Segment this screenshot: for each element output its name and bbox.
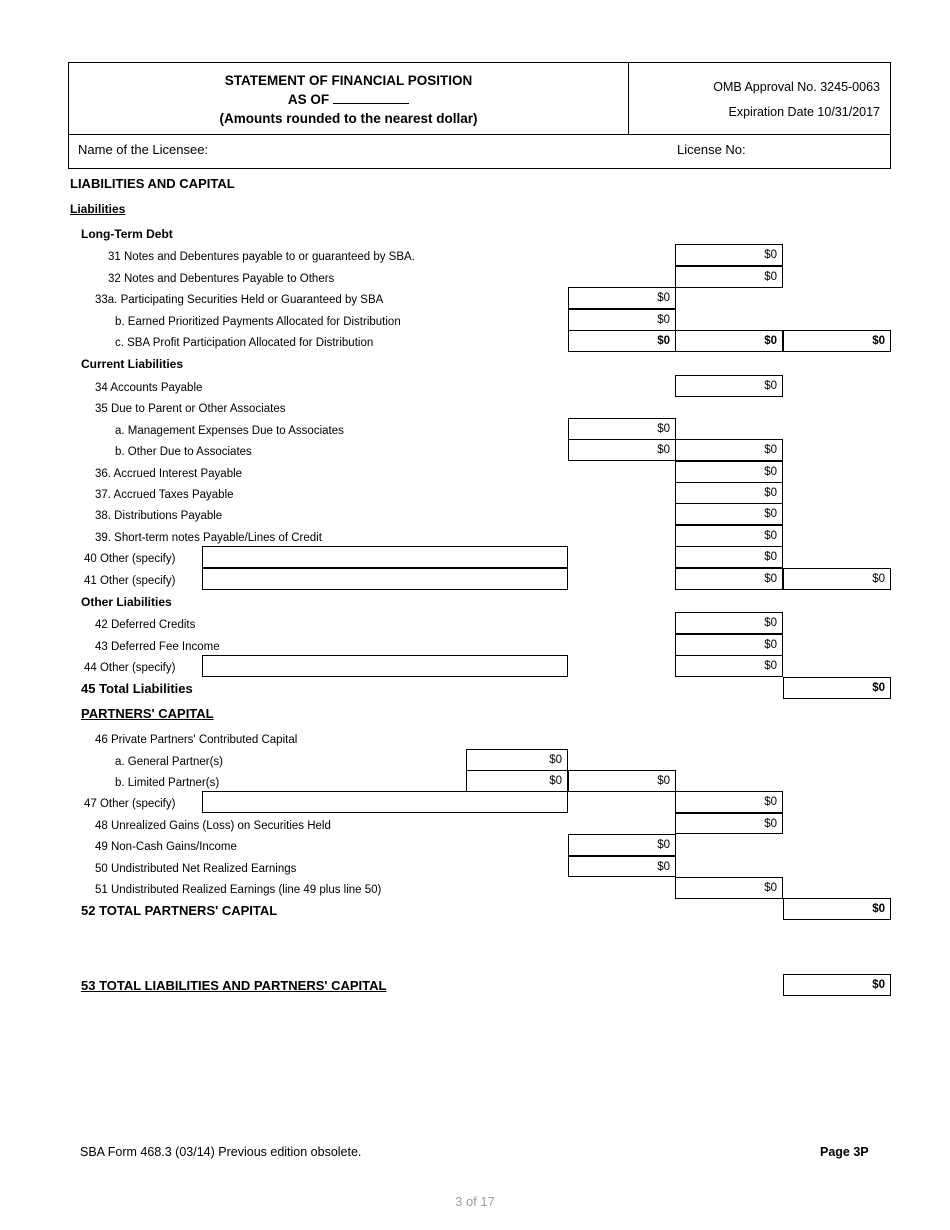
line-40-label: 40 Other (specify) <box>84 553 176 565</box>
line-33c-label: c. SBA Profit Participation Allocated fo… <box>115 337 374 349</box>
line-36-label: 36. Accrued Interest Payable <box>95 468 243 480</box>
line-48-label: 48 Unrealized Gains (Loss) on Securities… <box>95 820 331 832</box>
line-39-label: 39. Short-term notes Payable/Lines of Cr… <box>95 532 322 544</box>
form-title-line3: (Amounts rounded to the nearest dollar) <box>219 111 478 126</box>
line-40-specify-input[interactable] <box>202 546 568 568</box>
omb-approval-text: OMB Approval No. 3245-0063 <box>713 80 880 94</box>
line-37-label: 37. Accrued Taxes Payable <box>95 489 234 501</box>
line-46a-label: a. General Partner(s) <box>115 756 224 768</box>
line-33b-label: b. Earned Prioritized Payments Allocated… <box>115 316 401 328</box>
line-53-label: 53 TOTAL LIABILITIES AND PARTNERS' CAPIT… <box>81 978 387 993</box>
line-45-amount-c[interactable]: $0 <box>783 677 891 699</box>
as-of-input[interactable] <box>333 92 410 104</box>
line-35a-label: a. Management Expenses Due to Associates <box>115 425 344 437</box>
line-35b-label: b. Other Due to Associates <box>115 446 252 458</box>
group-current-liabilities: Current Liabilities <box>81 357 184 371</box>
line-34-label: 34 Accounts Payable <box>95 382 203 394</box>
line-44-label: 44 Other (specify) <box>84 662 176 674</box>
line-43-amount-b[interactable]: $0 <box>675 634 783 656</box>
line-50-amount-a[interactable]: $0 <box>568 855 676 877</box>
footer-page-label: Page 3P <box>820 1145 869 1159</box>
line-31-amount-b[interactable]: $0 <box>675 244 783 266</box>
license-no-label[interactable]: License No: <box>677 142 746 157</box>
line-46b-amount-z[interactable]: $0 <box>466 770 568 792</box>
line-50-label: 50 Undistributed Net Realized Earnings <box>95 863 297 875</box>
form-title-block: STATEMENT OF FINANCIAL POSITION AS OF (A… <box>69 71 628 128</box>
line-46b-amount-a[interactable]: $0 <box>568 770 676 792</box>
line-44-specify-input[interactable] <box>202 655 568 677</box>
heading-partners-capital: PARTNERS' CAPITAL <box>81 706 214 721</box>
line-41-amount-c[interactable]: $0 <box>783 568 891 590</box>
line-35b-amount-a[interactable]: $0 <box>568 439 676 461</box>
line-38-label: 38. Distributions Payable <box>95 510 223 522</box>
group-other-liabilities: Other Liabilities <box>81 595 172 609</box>
line-41-specify-input[interactable] <box>202 568 568 590</box>
line-37-amount-b[interactable]: $0 <box>675 482 783 504</box>
line-51-amount-b[interactable]: $0 <box>675 877 783 899</box>
line-47-specify-input[interactable] <box>202 791 568 813</box>
line-49-label: 49 Non-Cash Gains/Income <box>95 841 237 853</box>
line-45-label: 45 Total Liabilities <box>81 681 193 696</box>
group-long-term-debt: Long-Term Debt <box>81 227 173 241</box>
licensee-name-label[interactable]: Name of the Licensee: <box>78 142 209 157</box>
header-bottom-row: Name of the Licensee: License No: <box>69 135 890 168</box>
line-46a-amount-z[interactable]: $0 <box>466 749 568 771</box>
line-32-label: 32 Notes and Debentures Payable to Other… <box>108 273 335 285</box>
line-34-amount-b[interactable]: $0 <box>675 375 783 397</box>
line-35-label: 35 Due to Parent or Other Associates <box>95 403 286 415</box>
line-43-label: 43 Deferred Fee Income <box>95 641 220 653</box>
form-title-line2: AS OF <box>69 90 628 109</box>
line-52-amount-c[interactable]: $0 <box>783 898 891 920</box>
line-33c-amount-b[interactable]: $0 <box>675 330 783 352</box>
line-52-label: 52 TOTAL PARTNERS' CAPITAL <box>81 903 278 918</box>
line-47-amount-b[interactable]: $0 <box>675 791 783 813</box>
omb-block: OMB Approval No. 3245-0063 Expiration Da… <box>634 75 880 125</box>
form-title-line1: STATEMENT OF FINANCIAL POSITION <box>224 73 473 88</box>
line-33c-amount-c[interactable]: $0 <box>783 330 891 352</box>
line-39-amount-b[interactable]: $0 <box>675 525 783 547</box>
line-38-amount-b[interactable]: $0 <box>675 503 783 525</box>
line-49-amount-a[interactable]: $0 <box>568 834 676 856</box>
line-32-amount-b[interactable]: $0 <box>675 266 783 288</box>
heading-liabilities: Liabilities <box>70 202 126 216</box>
line-36-amount-b[interactable]: $0 <box>675 461 783 483</box>
section-title-liabilities-and-capital: LIABILITIES AND CAPITAL <box>70 176 235 191</box>
as-of-label: AS OF <box>287 92 330 107</box>
line-51-label: 51 Undistributed Realized Earnings (line… <box>95 884 382 896</box>
expiration-date-text: Expiration Date 10/31/2017 <box>728 105 881 119</box>
line-46b-label: b. Limited Partner(s) <box>115 777 220 789</box>
line-33c-amount-a[interactable]: $0 <box>568 330 676 352</box>
header-top-row: STATEMENT OF FINANCIAL POSITION AS OF (A… <box>69 63 890 135</box>
line-33b-amount-a[interactable]: $0 <box>568 309 676 331</box>
page-indicator: 3 of 17 <box>455 1194 495 1209</box>
line-40-amount-b[interactable]: $0 <box>675 546 783 568</box>
line-47-label: 47 Other (specify) <box>84 798 176 810</box>
line-41-amount-b[interactable]: $0 <box>675 568 783 590</box>
line-41-label: 41 Other (specify) <box>84 575 176 587</box>
line-31-label: 31 Notes and Debentures payable to or gu… <box>108 251 415 263</box>
form-header-box: STATEMENT OF FINANCIAL POSITION AS OF (A… <box>68 62 891 169</box>
line-33a-amount-a[interactable]: $0 <box>568 287 676 309</box>
line-44-amount-b[interactable]: $0 <box>675 655 783 677</box>
line-35a-amount-a[interactable]: $0 <box>568 418 676 440</box>
line-53-amount-c[interactable]: $0 <box>783 974 891 996</box>
footer-form-id: SBA Form 468.3 (03/14) Previous edition … <box>80 1145 362 1159</box>
line-42-label: 42 Deferred Credits <box>95 619 196 631</box>
header-vertical-divider <box>628 63 629 135</box>
line-48-amount-b[interactable]: $0 <box>675 812 783 834</box>
line-35b-amount-b[interactable]: $0 <box>675 439 783 461</box>
line-33a-label: 33a. Participating Securities Held or Gu… <box>95 294 384 306</box>
line-46-label: 46 Private Partners' Contributed Capital <box>95 734 298 746</box>
line-42-amount-b[interactable]: $0 <box>675 612 783 634</box>
